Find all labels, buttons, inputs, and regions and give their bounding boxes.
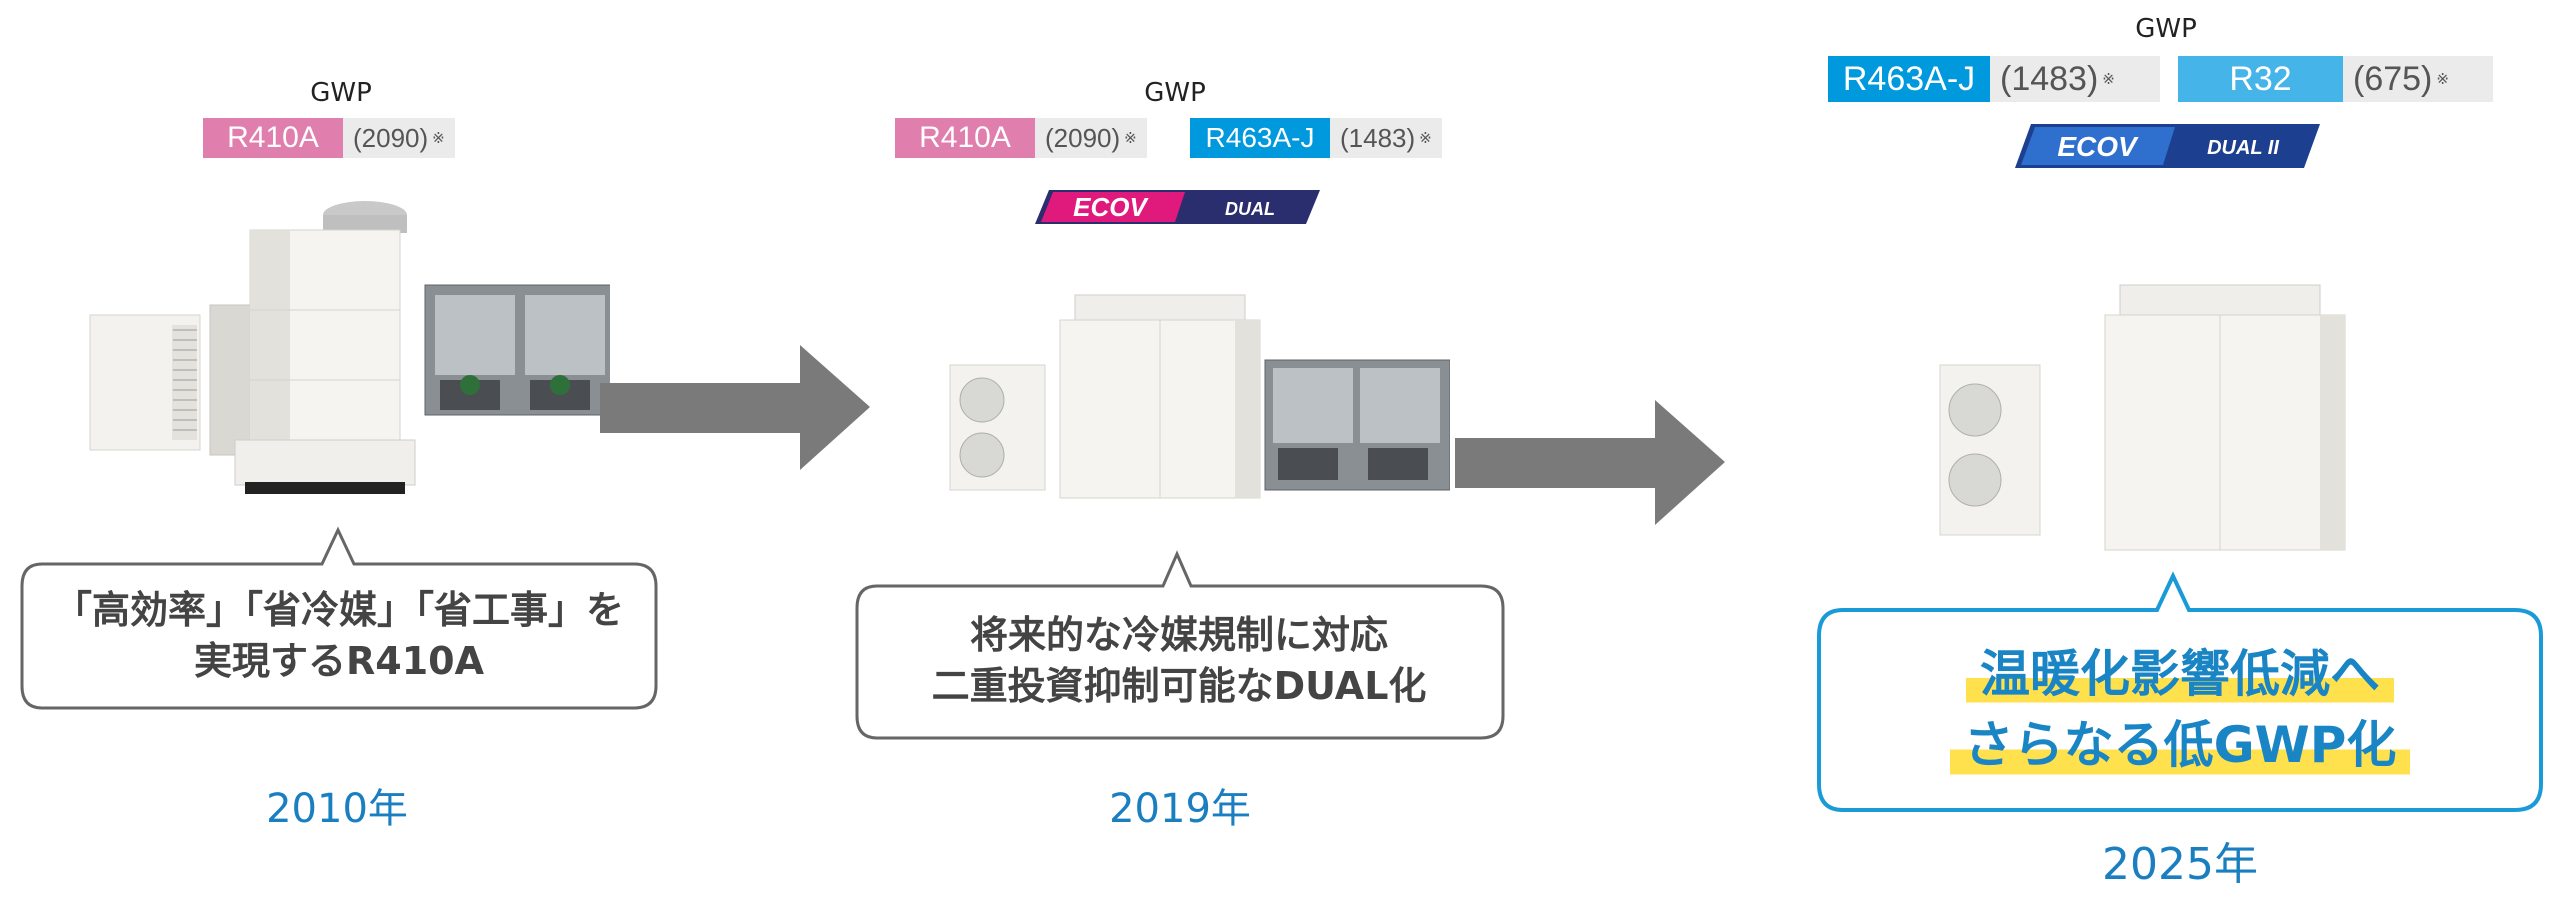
tall-outdoor-unit-image: [1059, 294, 1261, 499]
svg-text:DUAL: DUAL: [1225, 199, 1275, 219]
tall-outdoor-unit-image: [2104, 284, 2346, 551]
goal-line-2: さらなる低GWP化: [1949, 712, 2411, 780]
equipment-group-2019: [949, 294, 1450, 499]
ecov-dual-logo-icon: ECOV DUAL: [1035, 190, 1320, 224]
small-outdoor-unit-image: [1939, 364, 2041, 536]
ecov-dual-ii-logo-icon: ECOV DUAL II: [2015, 124, 2320, 168]
equipment-group-2010: [89, 201, 610, 494]
svg-text:ECOV: ECOV: [1073, 192, 1149, 222]
arrow-2-icon: [1455, 400, 1725, 525]
refrigerant-chip-r463a-j-2019: R463A-J (1483)※: [1190, 118, 1442, 158]
callout-line-1: 将来的な冷媒規制に対応: [969, 612, 1388, 657]
goal-callout-2025: 温暖化影響低減へ さらなる低GWP化: [1820, 612, 2540, 808]
refrigerant-name: R32: [2178, 56, 2343, 102]
small-outdoor-unit-image: [949, 364, 1046, 491]
callout-line-2: 二重投資抑制可能なDUAL化: [931, 664, 1427, 708]
refrigerant-gwp-value: (1483)※: [1330, 118, 1442, 158]
arrow-1-icon: [600, 345, 870, 470]
year-label-2010: 2010年: [266, 786, 408, 832]
refrigerant-name: R410A: [203, 118, 343, 158]
year-label-2025: 2025年: [2102, 839, 2258, 890]
svg-text:ECOV: ECOV: [2057, 131, 2139, 162]
equipment-group-2025: [1939, 284, 2346, 551]
callout-line-2: 実現するR410A: [194, 639, 484, 683]
refrigerant-name: R463A-J: [1190, 118, 1330, 158]
refrigerant-gwp-value: (2090)※: [1035, 118, 1147, 158]
open-cabinet-unit-image: [1264, 359, 1450, 491]
refrigerant-chip-r410a-2019: R410A (2090)※: [895, 118, 1147, 158]
small-outdoor-unit-image: [89, 304, 271, 456]
refrigerant-name: R410A: [895, 118, 1035, 158]
feature-callout-2019: 将来的な冷媒規制に対応 二重投資抑制可能なDUAL化: [857, 586, 1501, 736]
goal-line-1: 温暖化影響低減へ: [1966, 640, 2394, 708]
callout-tail-2019: [855, 550, 1505, 740]
gwp-label-2019: GWP: [1144, 78, 1206, 108]
tall-outdoor-unit-image: [234, 201, 416, 494]
open-cabinet-unit-image: [424, 284, 610, 416]
svg-text:DUAL II: DUAL II: [2207, 137, 2279, 159]
feature-callout-2010: 「高効率」「省冷媒」「省工事」を 実現するR410A: [22, 564, 656, 708]
refrigerant-chip-r410a-2010: R410A (2090)※: [203, 118, 455, 158]
refrigerant-gwp-value: (1483)※: [1990, 56, 2160, 102]
refrigerant-gwp-value: (675)※: [2343, 56, 2493, 102]
gwp-label-2010: GWP: [310, 78, 372, 108]
refrigerant-gwp-value: (2090)※: [343, 118, 455, 158]
refrigerant-chip-r463a-j-2025: R463A-J (1483)※: [1828, 56, 2160, 102]
refrigerant-chip-r32-2025: R32 (675)※: [2178, 56, 2493, 102]
year-label-2019: 2019年: [1109, 786, 1251, 832]
callout-line-1: 「高効率」「省冷媒」「省工事」を: [53, 587, 624, 632]
refrigerant-name: R463A-J: [1828, 56, 1990, 102]
gwp-label-2025: GWP: [2135, 14, 2197, 44]
callout-tail-2010: [20, 526, 658, 710]
